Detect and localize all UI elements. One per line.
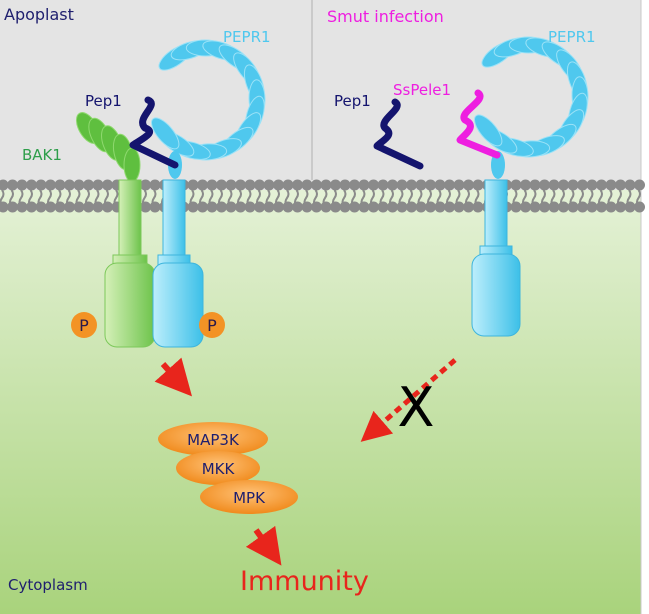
phospho-badge-bak1: P: [71, 312, 97, 338]
apoplast-label: Apoplast: [4, 5, 74, 24]
blocked-signal-arrow: [360, 358, 457, 442]
map3k-label: MAP3K: [187, 431, 240, 449]
pep1-label-right: Pep1: [334, 92, 371, 110]
kinase-mpk: MPK: [200, 480, 298, 514]
pepr1-label-right: PEPR1: [548, 28, 596, 46]
phospho-label: P: [207, 316, 217, 335]
phospho-badge-pepr1: P: [199, 312, 225, 338]
sspele1-effector: [456, 89, 501, 159]
lrr-stalk: [491, 151, 505, 179]
mkk-label: MKK: [202, 460, 236, 478]
phospho-label: P: [79, 316, 89, 335]
pep1-peptide-bound: [129, 96, 179, 169]
pepr1-kinase-left: [152, 179, 204, 348]
apoplast-region: [0, 0, 641, 190]
lrr-repeat: [151, 117, 180, 150]
plasma-membrane: [0, 179, 645, 213]
mpk-label: MPK: [233, 489, 266, 507]
pepr1-label-left: PEPR1: [223, 28, 271, 46]
pepr1-kinase-right: [471, 179, 521, 337]
block-mark: X: [398, 376, 435, 439]
sspele1-label: SsPele1: [393, 81, 451, 99]
kinase-mkk: MKK: [176, 451, 260, 485]
pepr1-ectodomain-left: [151, 39, 266, 179]
kinase-map3k: MAP3K: [158, 422, 268, 456]
bak1-kinase: [104, 179, 156, 348]
immunity-arrow: [245, 525, 282, 566]
bak1-label: BAK1: [22, 146, 62, 164]
smut-infection-label: Smut infection: [327, 7, 444, 26]
immunity-label: Immunity: [240, 566, 369, 597]
pep1-peptide-free: [373, 98, 424, 170]
pep1-label-left: Pep1: [85, 92, 122, 110]
activation-arrow: [154, 357, 193, 397]
cytoplasm-label: Cytoplasm: [8, 576, 88, 594]
lrr-repeat: [474, 114, 503, 147]
bak1-ectodomain: [75, 112, 141, 183]
pepr1-ectodomain-right: [474, 36, 589, 179]
